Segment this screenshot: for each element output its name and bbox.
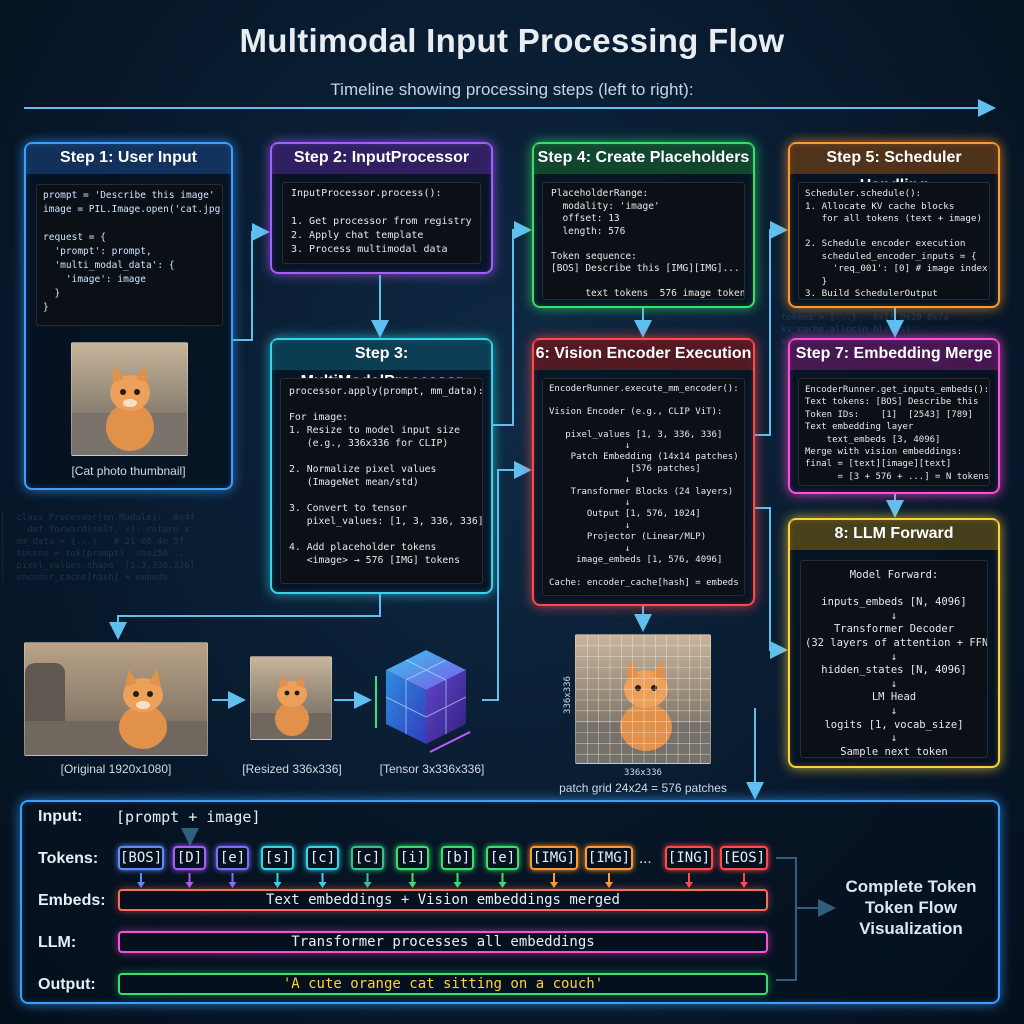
page-title: Multimodal Input Processing Flow	[239, 22, 785, 59]
token-chip: [b]	[441, 846, 474, 870]
input-row-label: Input:	[38, 808, 83, 825]
token-chip: [c]	[351, 846, 384, 870]
step3-code: processor.apply(prompt, mm_data): For im…	[280, 378, 483, 584]
step6-code: EncoderRunner.execute_mm_encoder(): Visi…	[542, 378, 745, 596]
step7-embedding-merge-box: Step 7: Embedding Merge EncoderRunner.ge…	[788, 338, 1000, 494]
step7-title: Step 7: Embedding Merge	[790, 340, 998, 370]
token-chip: [IMG]	[530, 846, 578, 870]
token-embed-arrowhead	[498, 882, 507, 888]
token-embed-arrowhead	[408, 882, 417, 888]
step2-code: InputProcessor.process(): 1. Get process…	[282, 182, 481, 264]
patch-grid-caption: patch grid 24x24 = 576 patches	[559, 781, 727, 795]
step4-create-placeholders-box: Step 4: Create Placeholders PlaceholderR…	[532, 142, 755, 308]
resized-image-caption: [Resized 336x336]	[242, 762, 342, 776]
token-embed-arrowhead	[550, 882, 558, 888]
step8-title: 8: LLM Forward	[790, 520, 998, 550]
step8-code: Model Forward: inputs_embeds [N, 4096] ↓…	[800, 560, 988, 758]
summary-title-line2: Token Flow	[864, 898, 958, 917]
token-chip: [e]	[216, 846, 249, 870]
arrow-s6-s5	[755, 221, 788, 436]
token-chip: [e]	[486, 846, 519, 870]
step4-title: Step 4: Create Placeholders	[534, 144, 753, 174]
token-embed-arrowhead	[318, 882, 327, 888]
summary-title: Complete Token Token Flow Visualization	[836, 876, 986, 939]
step5-code: Scheduler.schedule(): 1. Allocate KV cac…	[798, 182, 990, 300]
output-bar: 'A cute orange cat sitting on a couch'	[118, 973, 768, 995]
arrow-s6-s8	[755, 507, 788, 659]
token-chip: [s]	[261, 846, 294, 870]
input-row-value: [prompt + image]	[116, 808, 261, 826]
patch-grid-image	[575, 634, 711, 764]
step5-scheduler-handling-box: Step 5: Scheduler Handling Scheduler.sch…	[788, 142, 1000, 308]
token-chip: [IMG]	[585, 846, 633, 870]
tensor-cube-icon	[375, 650, 471, 753]
step3-multimodalprocessor-box: Step 3: MultiModalProcessor processor.ap…	[270, 338, 493, 594]
token-embed-arrowhead	[453, 882, 462, 888]
original-image	[24, 642, 208, 756]
step1-code: prompt = 'Describe this image' image = P…	[36, 184, 223, 326]
token-chip: [BOS]	[118, 846, 164, 870]
token-embed-arrowhead	[363, 882, 372, 888]
step7-code: EncoderRunner.get_inputs_embeds(): Text …	[798, 378, 990, 486]
cat-thumbnail-caption: [Cat photo thumbnail]	[71, 464, 186, 478]
token-embed-arrowhead	[185, 882, 194, 888]
embeds-bar: Text embeddings + Vision embeddings merg…	[118, 889, 768, 911]
tensor-caption: [Tensor 3x336x336]	[379, 762, 485, 776]
step1-title: Step 1: User Input	[26, 144, 231, 174]
token-embed-arrowhead	[273, 882, 282, 888]
token-embed-arrowhead	[740, 882, 748, 888]
token-embed-arrowhead	[228, 882, 237, 888]
output-row-label: Output:	[38, 976, 96, 993]
tokens-row-label: Tokens:	[38, 850, 99, 867]
llm-row-label: LLM:	[38, 934, 77, 951]
token-ellipsis: ...	[639, 850, 652, 867]
token-chip: [c]	[306, 846, 339, 870]
token-embed-arrowhead	[685, 882, 693, 888]
original-image-caption: [Original 1920x1080]	[60, 762, 172, 776]
arrow-tensor-s6	[482, 461, 532, 701]
background-code-texture: │ class Processor(nn.Module): 0x4f │ def…	[0, 513, 196, 583]
page-subtitle: Timeline showing processing steps (left …	[330, 80, 694, 99]
step1-user-input-box: Step 1: User Input prompt = 'Describe th…	[24, 142, 233, 490]
token-chip: [D]	[173, 846, 206, 870]
token-chip: [i]	[396, 846, 429, 870]
step2-title: Step 2: InputProcessor	[272, 144, 491, 174]
step8-llm-forward-box: 8: LLM Forward Model Forward: inputs_emb…	[788, 518, 1000, 768]
llm-bar: Transformer processes all embeddings	[118, 931, 768, 953]
patch-grid-bottom-label: 336x336	[624, 768, 662, 778]
step2-inputprocessor-box: Step 2: InputProcessor InputProcessor.pr…	[270, 142, 493, 274]
arrow-s3-original	[109, 594, 381, 640]
token-embed-arrowhead	[137, 882, 145, 888]
token-embed-arrowhead	[605, 882, 613, 888]
resized-image	[250, 656, 332, 740]
step6-vision-encoder-box: 6: Vision Encoder Execution EncoderRunne…	[532, 338, 755, 606]
arrow-s3-s4	[493, 221, 532, 426]
embeds-row-label: Embeds:	[38, 892, 106, 909]
token-chip: [EOS]	[720, 846, 768, 870]
step6-title: 6: Vision Encoder Execution	[534, 340, 753, 370]
arrow-s1-s2	[233, 223, 270, 341]
summary-title-line1: Complete Token	[845, 877, 977, 896]
summary-title-line3: Visualization	[859, 919, 963, 938]
token-chip: [ING]	[665, 846, 713, 870]
step4-code: PlaceholderRange: modality: 'image' offs…	[542, 182, 745, 300]
cat-thumbnail-image	[71, 342, 188, 456]
